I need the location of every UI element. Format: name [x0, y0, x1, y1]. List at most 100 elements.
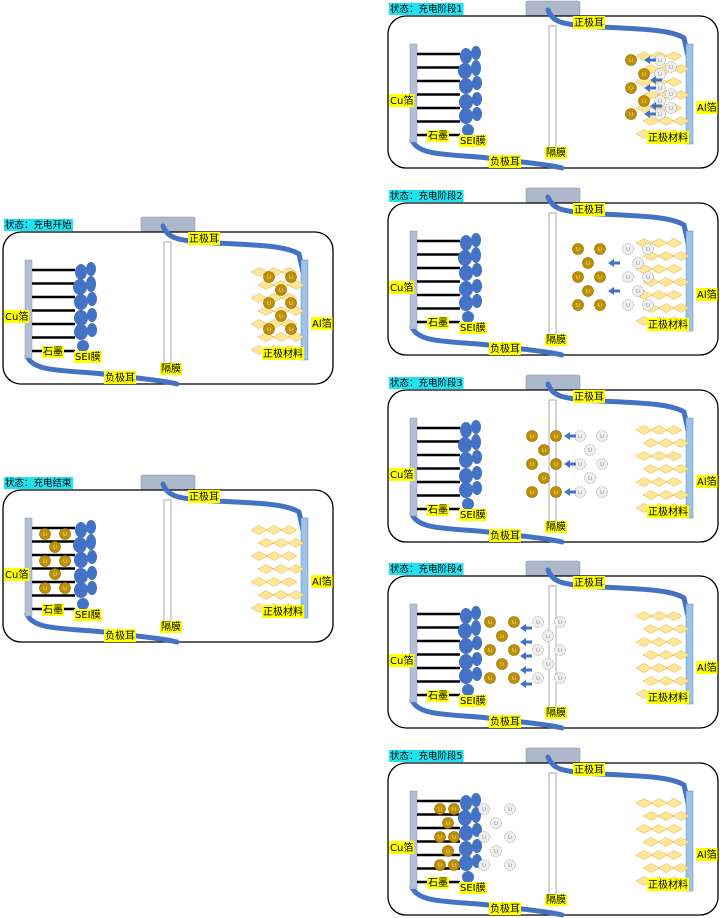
li-ion-symbol: Li	[598, 247, 602, 252]
graphite-label-bg	[427, 877, 449, 889]
li-ion: Li	[285, 297, 297, 309]
cu-foil-label-bg	[389, 468, 415, 481]
migration-arrow	[650, 102, 662, 110]
li-ion-vacancy-symbol: Li	[482, 863, 486, 868]
li-ion-circle	[59, 582, 71, 594]
negative-tab-wire	[409, 137, 565, 171]
li-ion: Li	[526, 430, 538, 442]
li-ion: Li	[508, 616, 520, 628]
cathode-diamond	[672, 863, 690, 873]
li-ion-circle	[434, 831, 446, 843]
al-foil-label: Al箔	[697, 475, 717, 488]
li-ion-symbol: Li	[500, 662, 504, 667]
cathode-diamond	[672, 624, 690, 634]
li-ion-vacancy-circle	[584, 444, 596, 456]
sei-blob	[87, 550, 97, 564]
li-ion: Li	[582, 285, 594, 297]
separator-label-bg	[160, 363, 182, 375]
li-ion-circle	[448, 831, 460, 843]
positive-tab-label: 正极耳	[574, 16, 604, 29]
sei-blob	[459, 265, 473, 281]
li-ion-vacancy-symbol: Li	[646, 247, 650, 252]
state-label-bg	[389, 377, 464, 389]
cathode-material-label-bg	[262, 605, 304, 618]
li-ion: Li	[638, 68, 650, 80]
sei-blob	[460, 608, 472, 624]
li-ion-symbol: Li	[452, 835, 456, 840]
li-ion: Li	[263, 323, 275, 335]
li-ion-circle	[448, 859, 460, 871]
li-ion-vacancy-symbol: Li	[558, 648, 562, 653]
li-ion-circle	[526, 486, 538, 498]
separator-label-bg	[545, 334, 567, 346]
li-ion-symbol: Li	[512, 648, 516, 653]
cu-foil	[24, 517, 33, 617]
li-ion: Li	[594, 243, 606, 255]
li-ion-symbol: Li	[43, 559, 47, 564]
sei-blob	[459, 281, 473, 297]
li-ion-vacancy: Li	[654, 108, 666, 120]
li-ion: Li	[275, 310, 287, 322]
li-ion-vacancy: Li	[478, 859, 490, 871]
al-foil-label: Al箔	[312, 317, 332, 330]
li-ion-symbol: Li	[267, 327, 271, 332]
negative-tab-label: 负极耳	[490, 155, 520, 168]
li-ion-vacancy-symbol: Li	[578, 490, 582, 495]
negative-tab-label-bg	[104, 629, 136, 642]
sei-blob	[462, 684, 474, 696]
cathode-diamond	[287, 564, 305, 574]
li-ion-circle	[285, 297, 297, 309]
migration-arrow	[520, 624, 532, 632]
li-ion-vacancy-symbol: Li	[482, 807, 486, 812]
cathode-diamond	[672, 811, 690, 821]
graphite-label: 石墨	[428, 317, 448, 329]
li-ion-symbol: Li	[446, 821, 450, 826]
li-ion: Li	[625, 108, 637, 120]
separator-label-bg	[545, 707, 567, 719]
li-ion-circle	[434, 859, 446, 871]
li-ion-circle	[484, 644, 496, 656]
li-ion-symbol: Li	[267, 275, 271, 280]
li-ion-circle	[550, 486, 562, 498]
cathode-material-label: 正极材料	[648, 505, 688, 518]
sei-blob	[472, 294, 482, 308]
li-ion-vacancy-circle	[554, 644, 566, 656]
li-ion-vacancy: Li	[642, 243, 654, 255]
state-label-bg	[4, 477, 74, 489]
li-ion: Li	[538, 444, 550, 456]
cathode-diamond	[287, 590, 305, 600]
al-foil-label-bg	[311, 317, 333, 330]
li-ion-symbol: Li	[279, 288, 283, 293]
sei-blob	[459, 668, 473, 684]
negative-tab-label: 负极耳	[105, 371, 135, 384]
li-ion-vacancy: Li	[478, 803, 490, 815]
li-ion-symbol: Li	[586, 261, 590, 266]
li-ion-vacancy: Li	[622, 271, 634, 283]
sei-blob	[471, 233, 481, 247]
li-ion-symbol: Li	[512, 676, 516, 681]
li-ion: Li	[526, 458, 538, 470]
li-ion-vacancy: Li	[532, 644, 544, 656]
cathode-material-label: 正极材料	[648, 878, 688, 891]
li-ion-symbol: Li	[267, 301, 271, 306]
li-ion-vacancy-symbol: Li	[626, 303, 630, 308]
positive-tab-label-bg	[188, 490, 220, 503]
li-ion-vacancy-circle	[504, 803, 516, 815]
li-ion: Li	[49, 541, 61, 553]
sei-blob	[459, 468, 473, 484]
negative-tab-wire	[409, 511, 565, 545]
sei-label-bg	[459, 882, 487, 894]
cathode-diamond	[672, 116, 690, 126]
sei-blob	[472, 450, 482, 464]
state-label-bg	[4, 219, 74, 231]
negative-tab-wire	[24, 353, 180, 387]
li-ion-symbol: Li	[446, 849, 450, 854]
al-foil-label-bg	[311, 575, 333, 588]
li-ion-circle	[550, 458, 562, 470]
top-cap	[525, 560, 581, 577]
li-ion-vacancy: Li	[504, 803, 516, 815]
li-ion: Li	[550, 458, 562, 470]
li-ion-symbol: Li	[554, 434, 558, 439]
li-ion: Li	[49, 568, 61, 580]
